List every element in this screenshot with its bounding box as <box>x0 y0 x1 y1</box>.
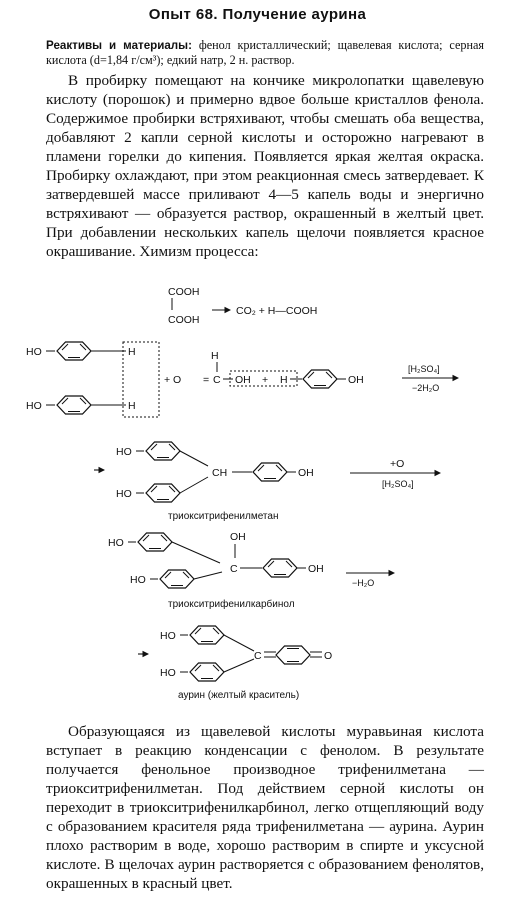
reagents-text: фенол кристаллический; щавелевая кислота… <box>46 38 485 67</box>
carb-ho1: HO <box>108 537 124 549</box>
tpm-ho1: HO <box>116 446 132 458</box>
oxalic-cooh-bottom: COOH <box>168 314 200 326</box>
formyl-h: H <box>211 350 219 362</box>
phenol2-ho: HO <box>26 400 42 412</box>
aurin-ho2: HO <box>160 667 176 679</box>
aurin-quinone-ring <box>275 645 311 665</box>
plus-oxygen: + O <box>164 374 181 386</box>
procedure-paragraph: В пробирку помещают на кончике микролопа… <box>46 72 484 260</box>
caption-aurin: аурин (желтый краситель) <box>178 690 299 701</box>
plus-sign: + <box>262 374 268 386</box>
caption-carbinol: триокситрифенилкарбинол <box>168 598 295 610</box>
step2-catalyst: [H₂SO₄] <box>382 479 414 489</box>
phenol2-h: H <box>128 400 136 412</box>
phenol1-h: H <box>128 346 136 358</box>
phenol1-ho: HO <box>26 346 42 358</box>
formic-oh: OH <box>235 374 251 386</box>
phenol2-ring <box>56 395 92 415</box>
step1-catalyst: [H₂SO₄] <box>408 364 440 374</box>
carb-oh-right: OH <box>308 563 324 575</box>
reagents-block: Реактивы и материалы: фенол кристалличес… <box>46 38 484 68</box>
tpm-oh: OH <box>298 467 314 479</box>
aurin-structure: HO HO C O аурин (желтый краситель) <box>138 625 332 701</box>
step1-byproduct: −2H₂O <box>412 383 439 393</box>
formyl-eq: = <box>203 374 209 386</box>
carb-oh-top: OH <box>230 531 246 543</box>
explanation-paragraph: Образующаяся из щавелевой кислоты муравь… <box>46 723 484 892</box>
step2-reagent: +O <box>390 458 404 470</box>
phenol1-ring <box>56 341 92 361</box>
water-elimination-box-right <box>229 370 298 387</box>
triphenylmethane-structure: HO HO CH OH +O [H₂SO₄] триокситрифенилме… <box>94 441 442 522</box>
caption-triphenylmethane: триокситрифенилметан <box>168 510 278 522</box>
reagents-label: Реактивы и материалы: <box>46 39 192 52</box>
formyl-c: C <box>213 374 221 386</box>
aurin-o: O <box>324 650 332 662</box>
phenol3-oh: OH <box>348 374 364 386</box>
carb-ho2: HO <box>130 574 146 586</box>
decomposition-products: CO₂ + H—COOH <box>236 305 317 317</box>
condensation-reactants: HO H HO H + O = C H OH + H OH [H₂ <box>26 341 460 418</box>
carb-c: C <box>230 563 238 575</box>
reaction-scheme: COOH COOH CO₂ + H—COOH HO H HO H + O = C… <box>26 286 460 701</box>
page-title: Опыт 68. Получение аурина <box>148 6 367 23</box>
phenol3-h: H <box>280 374 288 386</box>
aurin-c: C <box>254 650 262 662</box>
aurin-ho1: HO <box>160 630 176 642</box>
tpm-ch: CH <box>212 467 227 479</box>
carbinol-structure: HO HO OH C OH −H₂O триокситрифенилкарбин… <box>108 531 396 610</box>
phenol3-ring <box>302 369 338 389</box>
oxalic-acid-decomposition: COOH COOH CO₂ + H—COOH <box>168 286 317 326</box>
water-elimination-box-left <box>122 341 160 418</box>
step3-byproduct: −H₂O <box>352 578 374 588</box>
oxalic-cooh-top: COOH <box>168 286 200 298</box>
tpm-ho2: HO <box>116 488 132 500</box>
